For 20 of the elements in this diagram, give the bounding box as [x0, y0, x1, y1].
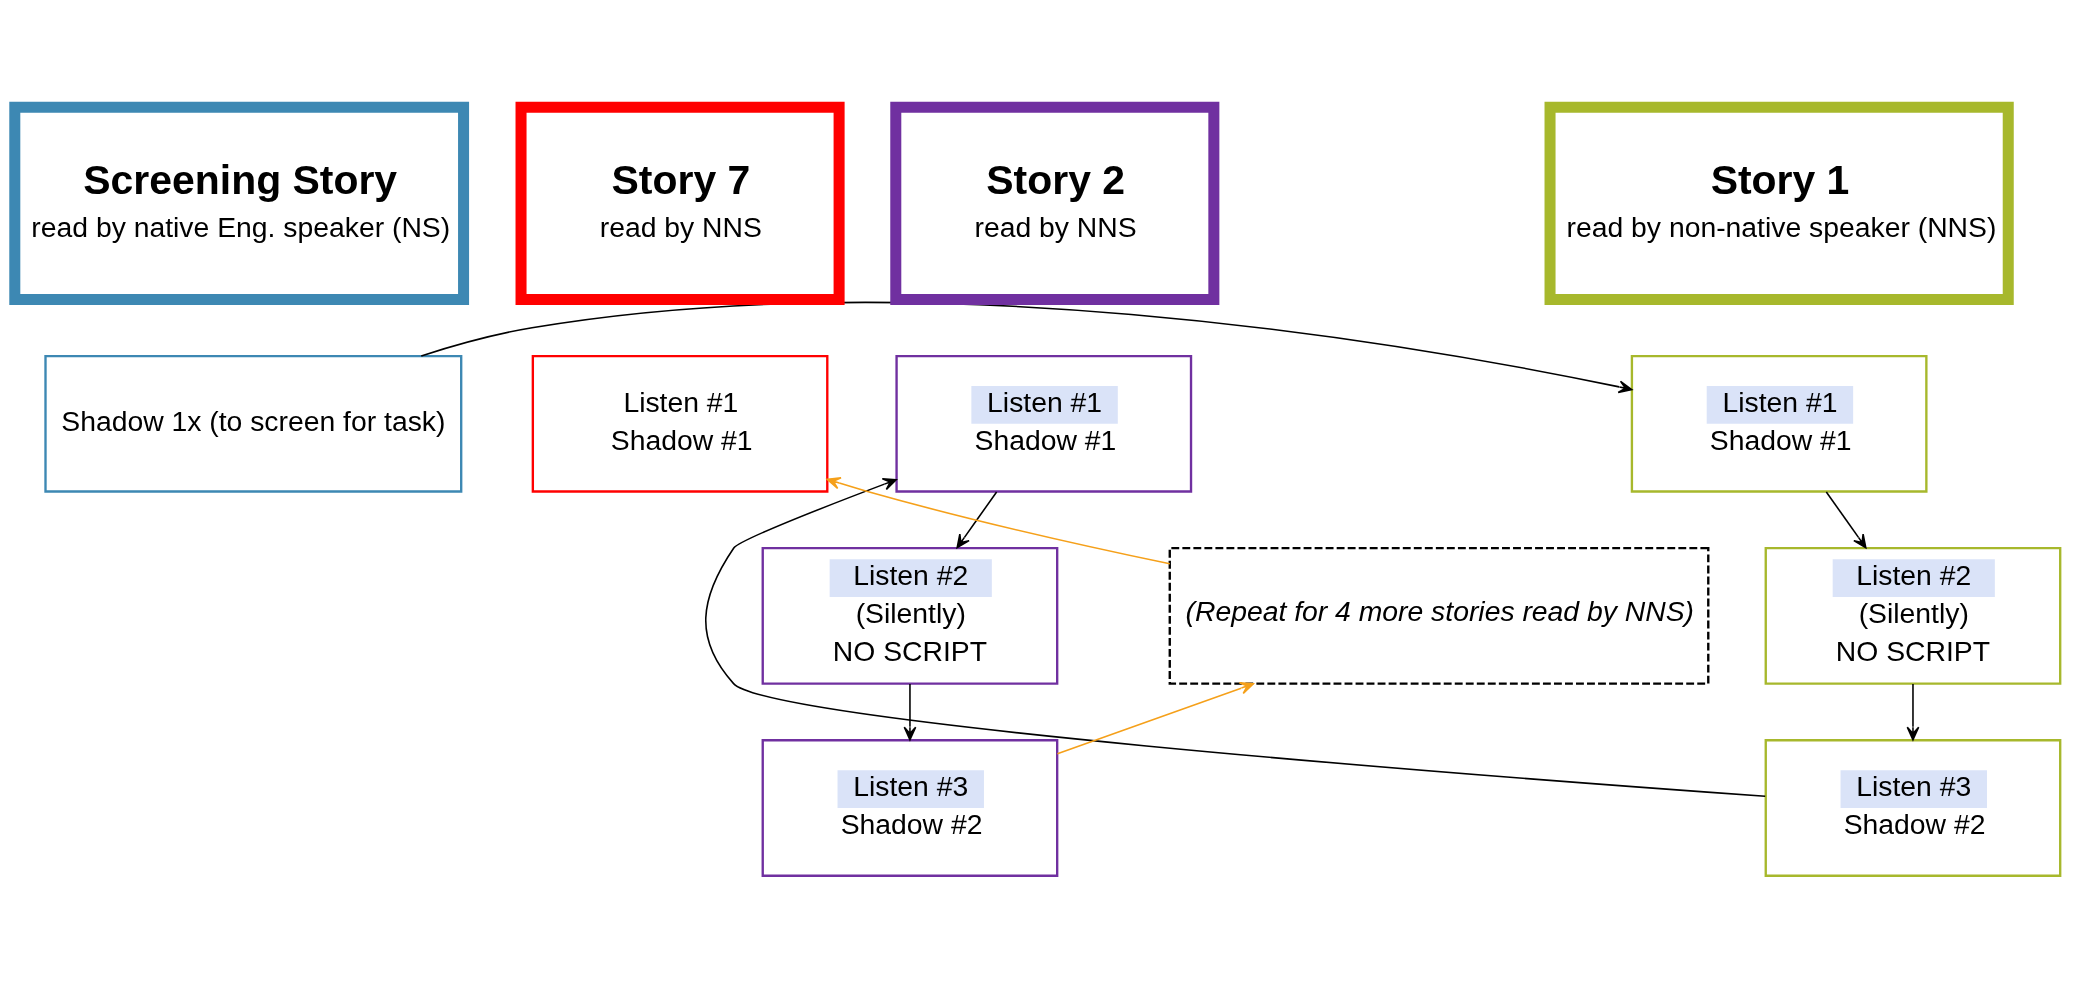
arrow [826, 476, 1171, 565]
node-box: Listen #2 (Silently) NO SCRIPT [761, 547, 1059, 685]
node-box: Listen #3 Shadow #2 [1764, 739, 2062, 877]
node-box: Listen #1 Shadow #1 [1630, 354, 1928, 493]
node-box: Listen #1 Shadow #1 [531, 354, 829, 493]
arrow [1825, 491, 1867, 549]
node-box: Story 2 read by NNS [890, 101, 1220, 305]
arrow [705, 478, 1766, 798]
node-box: Listen #1 Shadow #1 [895, 354, 1193, 493]
node-box: Story 7 read by NNS [515, 101, 845, 305]
arrow [903, 683, 917, 741]
node-box: Story 1 read by non-native speaker (NNS) [1544, 101, 2014, 305]
arrow [1056, 681, 1255, 755]
arrow [956, 491, 998, 549]
node-box: Screening Story read by native Eng. speaker (NS) [9, 101, 470, 305]
node-box: (Repeat for 4 more stories read by NNS) [1168, 547, 1710, 685]
arrow [1906, 683, 1920, 741]
node-box: Listen #2 (Silently) NO SCRIPT [1764, 547, 2062, 685]
node-box: Listen #3 Shadow #2 [761, 739, 1059, 877]
node-box: Shadow 1x (to screen for task) [44, 354, 463, 493]
